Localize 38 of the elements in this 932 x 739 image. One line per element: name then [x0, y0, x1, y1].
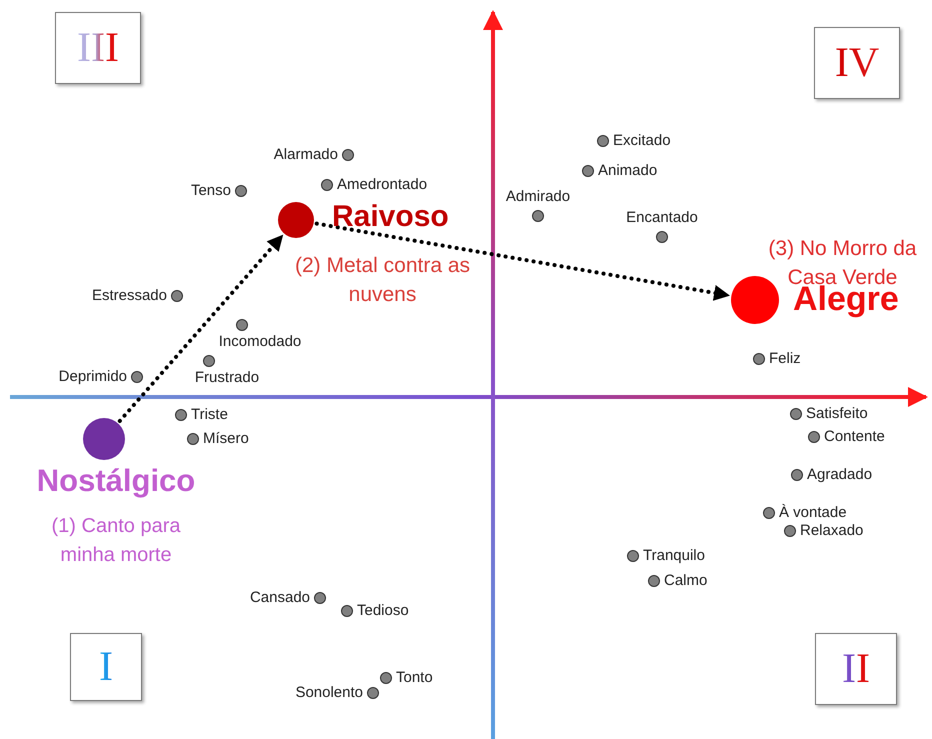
emotion-label: Tonto — [396, 669, 433, 687]
emotion-label: Contente — [824, 428, 885, 446]
emotion-label: Admirado — [506, 188, 570, 206]
emotion-label: Alarmado — [274, 146, 338, 164]
emotion-label: Calmo — [664, 572, 708, 590]
emotion-label: Mísero — [203, 430, 249, 448]
emotion-circle — [731, 276, 779, 324]
emotion-label: Animado — [598, 162, 658, 180]
emotion-label: Tranquilo — [643, 547, 705, 565]
emotion-label: Satisfeito — [806, 405, 868, 423]
emotion-label: Tedioso — [357, 602, 409, 620]
dotted-arrow — [314, 222, 730, 301]
emotion-label: Estressado — [92, 287, 167, 305]
emotion-label: Feliz — [769, 350, 801, 368]
emotion-label: Relaxado — [800, 522, 864, 540]
song-caption: (2) Metal contra as nuvens — [294, 253, 472, 308]
quadrant-box: I — [70, 633, 142, 701]
emotion-label: Frustrado — [194, 369, 260, 387]
emotion-label: Incomodado — [218, 333, 302, 351]
quadrant-box: III — [55, 12, 141, 84]
emotion-label: Encantado — [626, 209, 698, 227]
dotted-arrow — [118, 234, 284, 423]
emotion-circle — [83, 418, 125, 460]
emotion-label: Triste — [191, 406, 228, 424]
emotion-label: Amedrontado — [337, 176, 428, 194]
emotion-label: À vontade — [779, 504, 847, 522]
quadrant-box: II — [815, 633, 897, 705]
emotion-circle — [278, 202, 314, 238]
emotion-label: Sonolento — [295, 684, 363, 702]
emotion-title: Nostálgico — [36, 464, 196, 498]
emotion-label: Tenso — [190, 182, 231, 200]
emotion-label: Cansado — [250, 589, 310, 607]
emotion-label: Agradado — [807, 466, 872, 484]
emotion-title: Raivoso — [332, 200, 449, 233]
emotion-label: Excitado — [613, 132, 671, 150]
emotion-label: Deprimido — [58, 368, 127, 386]
song-caption: (1) Canto para minha morte — [50, 514, 182, 568]
quadrant-box: IV — [814, 27, 900, 99]
